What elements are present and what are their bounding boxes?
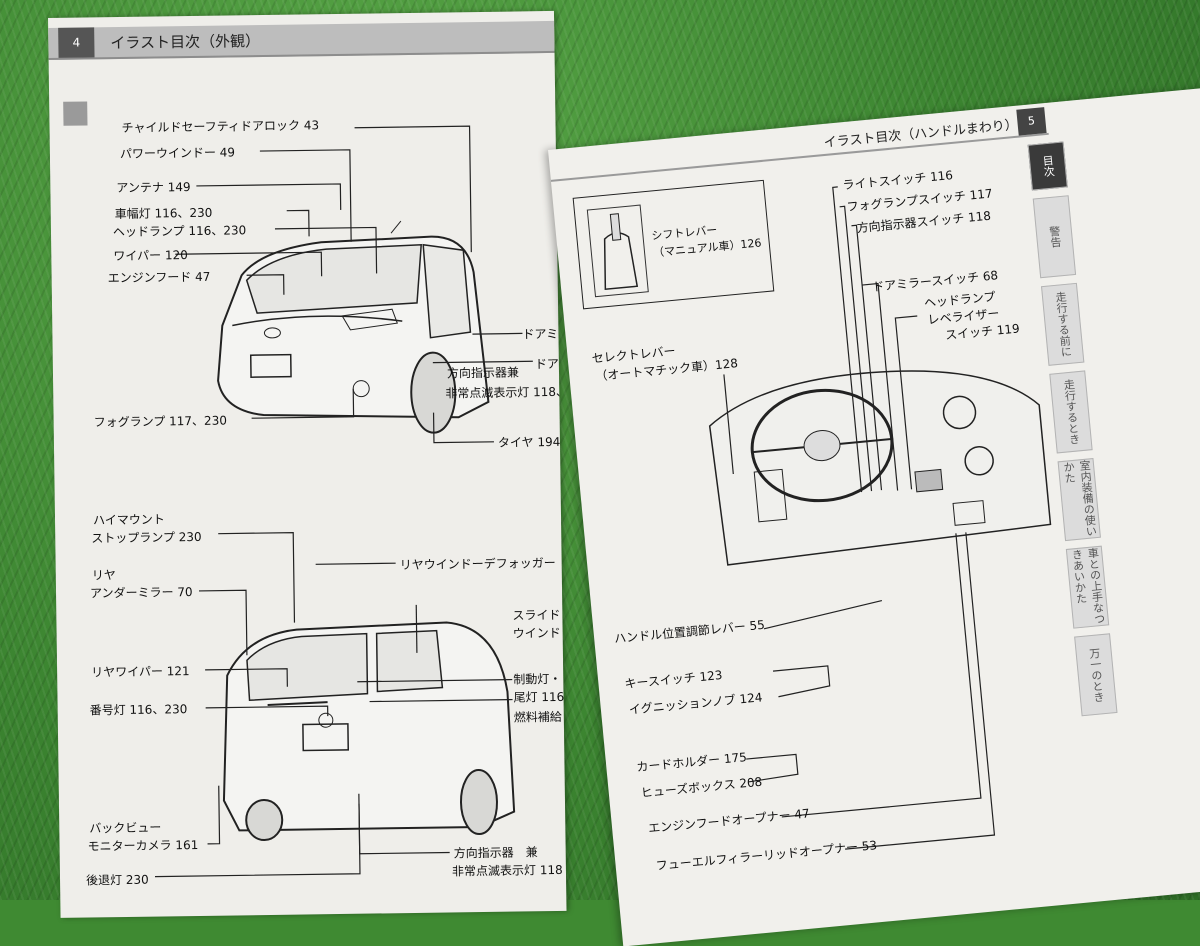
shift-lever-box: シフトレバー （マニュアル車）126 (572, 179, 775, 310)
label-side-lamp: 車幅灯 116、230 (114, 205, 213, 222)
label-power-window: パワーウインドー 49 (119, 145, 236, 162)
label-back-view-1: バックビュー (89, 820, 162, 836)
rear-leader-lines (154, 532, 513, 878)
front-van-illustration (217, 220, 490, 434)
label-tire: タイヤ 194、 (497, 434, 567, 450)
label-antenna: アンテナ 149 (116, 180, 191, 196)
label-hazard-1: 非常点滅表示灯 118、 (445, 384, 567, 401)
left-page: 4 イラスト目次（外観） (48, 10, 567, 918)
label-license-lamp: 番号灯 116、230 (89, 702, 188, 718)
label-engine-hood: エンジンフード 47 (107, 269, 211, 286)
right-leader-lines (723, 186, 996, 850)
dashboard-illustration (708, 370, 1052, 566)
label-rear-wiper: リヤワイパー 121 (91, 664, 190, 680)
label-turn-signal-2: 方向指示器 兼 (453, 845, 538, 861)
label-child-safety-lock: チャイルドセーフティドアロック 43 (121, 118, 320, 135)
label-hazard-2: 非常点滅表示灯 118 (451, 862, 563, 879)
label-rear-defogger: リヤウインドーデフォッガー (399, 555, 556, 573)
label-slide-2: ウインド (512, 625, 561, 641)
label-under-mirror: アンダーミラー 70 (89, 585, 193, 601)
label-wiper: ワイパー 120 (113, 248, 188, 264)
label-fuel: 燃料補給 (513, 709, 562, 725)
front-leader-lines (175, 125, 533, 444)
label-headlamp: ヘッドランプ 116、230 (112, 223, 247, 240)
label-brake-2: 尾灯 116 (513, 689, 565, 705)
label-slide-1: スライド (512, 607, 561, 623)
label-back-view-2: モニターカメラ 161 (87, 837, 199, 854)
label-fog-lamp: フォグランプ 117、230 (93, 413, 228, 430)
right-page: イラスト目次（ハンドルまわり） 5 目次 警告 走行する前に 走行するとき 室内… (548, 82, 1200, 946)
label-high-mount-2: ストップランプ 230 (91, 529, 202, 546)
shift-lever-illustration (586, 204, 649, 298)
label-door: ドア (534, 356, 559, 372)
label-turn-signal-1: 方向指示器兼 (446, 365, 520, 381)
label-rear-1: リヤ (91, 568, 116, 583)
label-reverse-lamp: 後退灯 230 (85, 872, 149, 888)
rear-van-illustration (222, 621, 516, 842)
label-high-mount-1: ハイマウント (92, 512, 165, 528)
label-brake-1: 制動灯・ (513, 671, 562, 687)
